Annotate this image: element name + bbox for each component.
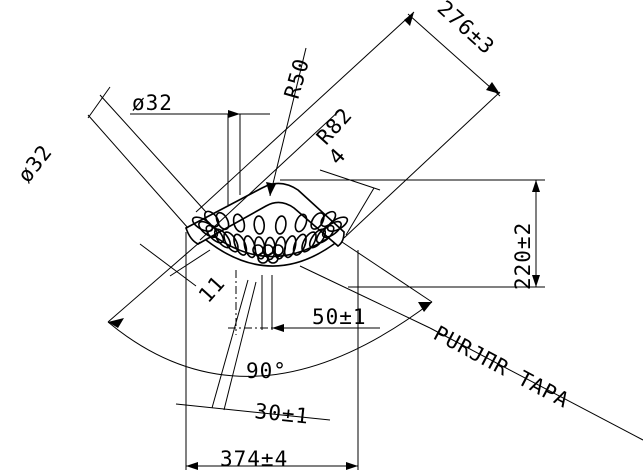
bead-segment — [272, 244, 284, 256]
dim-height: 220±2 — [511, 222, 535, 290]
bead-segment — [223, 231, 239, 253]
bead-segment — [253, 215, 266, 235]
dim-total-width: 374±4 — [220, 447, 288, 471]
bead-segment — [320, 210, 337, 228]
dim-angle: 90° — [246, 359, 287, 383]
dim-diameter-left: ø32 — [13, 140, 57, 187]
bead-segment — [315, 224, 335, 244]
dim-diameter-top: ø32 — [132, 91, 173, 115]
bead-segment — [301, 231, 317, 253]
bead-segment — [283, 235, 297, 259]
bead-segments-outer — [191, 216, 349, 261]
bead-segment — [267, 252, 279, 264]
dim-radius-large: R82 — [312, 103, 357, 149]
bent-pipe — [185, 182, 345, 247]
bead-segment — [205, 224, 225, 244]
bead-segment — [203, 210, 220, 228]
arrow-heads — [108, 12, 540, 470]
leader-lines — [87, 11, 643, 467]
bead-segment — [326, 216, 349, 232]
bead-segment — [274, 215, 287, 235]
dim-base-offset: 30±1 — [253, 399, 310, 429]
dim-radius-small: R50 — [280, 55, 314, 101]
angle-arc — [107, 241, 433, 377]
bead-segment — [294, 213, 308, 233]
dim-weld-gap: 11 — [194, 271, 230, 307]
callout-label: PURJΠR TAPA — [430, 321, 574, 413]
bead-segment — [232, 213, 246, 233]
dim-overall-length: 276±3 — [433, 0, 500, 59]
bead-segments-center — [252, 244, 284, 264]
bead-segment — [292, 233, 307, 256]
dim-bead-offset: 50±1 — [312, 305, 367, 329]
